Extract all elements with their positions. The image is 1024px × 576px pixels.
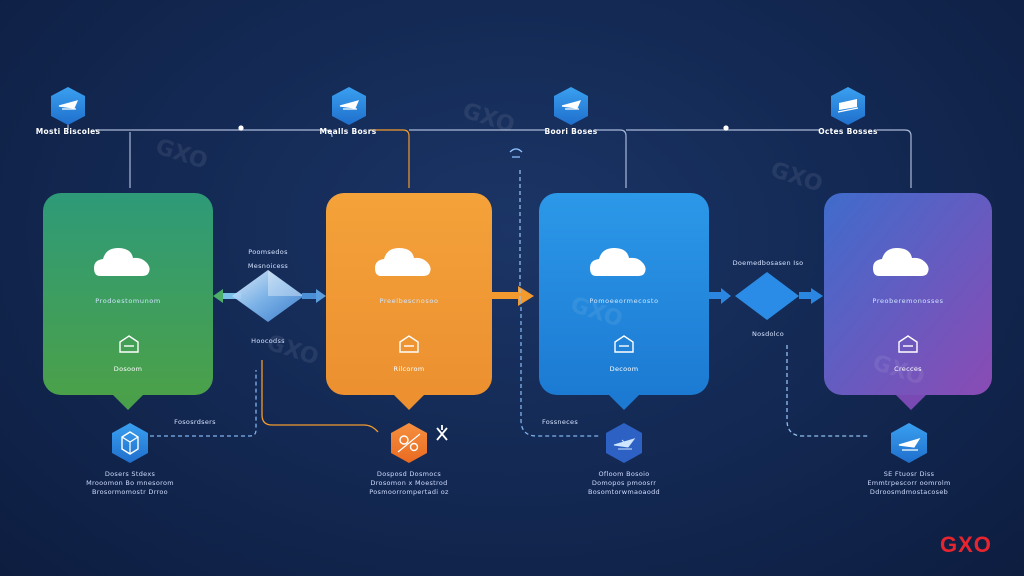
top-node-4-icon — [831, 87, 865, 125]
cloud-icon — [873, 248, 929, 276]
card-4-subtitle: Crecces — [894, 365, 922, 373]
junction-dot — [723, 125, 729, 131]
card-purple — [824, 193, 992, 410]
card-1-title: Prodoestomunom — [95, 297, 161, 305]
building-icon — [898, 335, 918, 353]
cloud-icon — [94, 248, 150, 276]
bottom-node-2-desc: Dosposd Dosmocs Drosomon x Moestrod Posm… — [369, 470, 449, 496]
diamond-2-bottom-label: Nosdolco — [751, 330, 785, 338]
bottom-node-3-desc: Ofloom Bosoio Domopos pmoosrr Bosomtorwm… — [588, 470, 660, 496]
bottom-branch-lines — [150, 300, 870, 437]
card-4-title: Preoberemonosses — [872, 297, 944, 305]
decision-diamond-2 — [709, 272, 823, 320]
bottom-node-4-desc: SE Ftuosr Diss Emmtrpescorr oomrolm Ddro… — [867, 470, 951, 496]
decision-diamond-1 — [213, 270, 326, 322]
bottom-node-2-icon — [391, 423, 427, 463]
building-icon — [614, 335, 634, 353]
brand-logo: GXO — [940, 532, 992, 557]
cloud-icon — [590, 248, 646, 276]
top-node-2-icon — [332, 87, 366, 125]
bottom-node-1-desc: Dosers Stdexs Mrooomon Bo mnesorom Broso… — [86, 470, 174, 496]
bottom-node-1-icon — [112, 423, 148, 463]
building-icon — [119, 335, 139, 353]
card-blue — [539, 193, 709, 410]
card-orange — [326, 193, 492, 410]
diamond-1-label-line-2: Mesnoicess — [247, 262, 289, 270]
card-3-title: Pomoeeormecosto — [589, 297, 659, 305]
small-link-icon — [509, 148, 523, 158]
cloud-icon — [375, 248, 431, 276]
diamond-2-label: Doemedbosasen Iso — [732, 259, 804, 267]
top-node-3-icon — [554, 87, 588, 125]
card-2-subtitle: Rilcorom — [393, 365, 425, 373]
card-green — [43, 193, 213, 410]
bottom-node-4-icon — [891, 423, 927, 463]
top-node-3-label: Boori Boses — [544, 127, 598, 136]
top-node-4-label: Octes Bosses — [818, 127, 878, 136]
bottom-node-3-icon — [606, 423, 642, 463]
top-node-1-label: Mosti Biscoles — [35, 127, 101, 136]
arrow-orange-to-blue — [492, 286, 534, 306]
diamond-1-label-line-1: Poomsedos — [248, 248, 288, 256]
x-mark-icon — [436, 425, 448, 441]
left-branch-label: Fososrdsers — [174, 418, 216, 426]
top-connector-lines — [67, 124, 912, 188]
card-3-subtitle: Decoom — [609, 365, 639, 373]
top-node-1-icon — [51, 87, 85, 125]
card-2-title: Preelbescnosoo — [379, 297, 439, 305]
junction-dot — [238, 125, 244, 131]
top-node-2-label: Mealls Bosrs — [319, 127, 377, 136]
card-1-subtitle: Dosoom — [113, 365, 143, 373]
building-icon — [399, 335, 419, 353]
diamond-1-bottom-label: Hoocodss — [251, 337, 285, 345]
mid-branch-label: Fossneces — [541, 418, 579, 426]
